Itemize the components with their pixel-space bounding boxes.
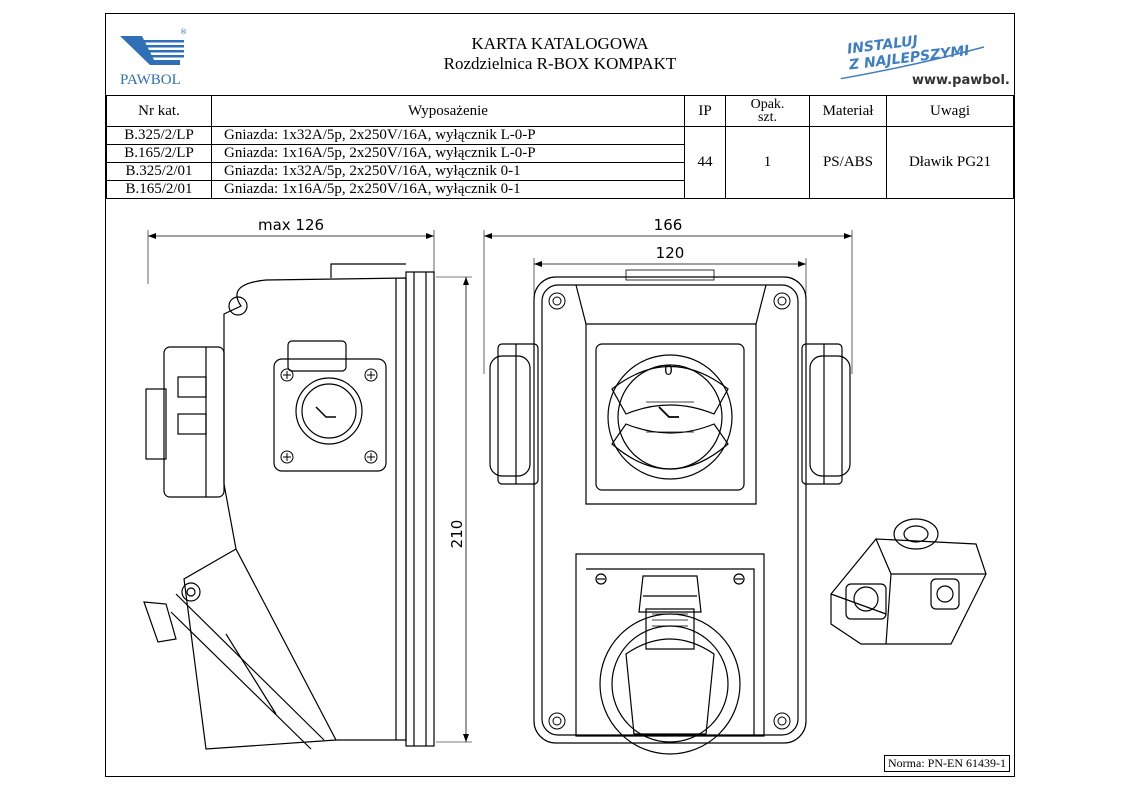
dim-height: 210 bbox=[448, 520, 466, 549]
technical-drawing: 0 bbox=[143, 216, 987, 755]
brand-slogan: INSTALUJ Z NAJLEPSZYMI www.pawbol.pl bbox=[840, 33, 1009, 88]
cell-opak: 1 bbox=[725, 126, 810, 199]
col-header-material: Materiał bbox=[809, 95, 887, 127]
header: ® PAWBOL KARTA KATALOGOWA Rozdzielnica R… bbox=[106, 14, 1014, 96]
dim-front-inner: 120 bbox=[656, 244, 685, 262]
cell-uwagi: Dławik PG21 bbox=[886, 126, 1014, 199]
page-title: KARTA KATALOGOWA bbox=[471, 34, 649, 53]
catalog-sheet: ® PAWBOL KARTA KATALOGOWA Rozdzielnica R… bbox=[105, 13, 1015, 777]
spec-table: Nr kat. Wyposażenie IP Opak.szt. Materia… bbox=[106, 95, 1014, 199]
cell-wyposazenie: Gniazda: 1x16A/5p, 2x250V/16A, wyłącznik… bbox=[211, 144, 685, 163]
dim-side-width: max 126 bbox=[258, 216, 324, 234]
table-row: B.165/2/LP Gniazda: 1x16A/5p, 2x250V/16A… bbox=[106, 144, 1014, 163]
col-header-uwagi: Uwagi bbox=[886, 95, 1014, 127]
table-row: B.165/2/01 Gniazda: 1x16A/5p, 2x250V/16A… bbox=[106, 180, 1014, 199]
front-view: 0 bbox=[483, 230, 853, 755]
cell-wyposazenie: Gniazda: 1x16A/5p, 2x250V/16A, wyłącznik… bbox=[211, 180, 685, 199]
cell-nr: B.325/2/01 bbox=[106, 162, 212, 181]
table-row: B.325/2/LP Gniazda: 1x32A/5p, 2x250V/16A… bbox=[106, 126, 1014, 199]
cell-ip: 44 bbox=[684, 126, 726, 199]
cell-nr: B.325/2/LP bbox=[106, 126, 212, 145]
page-subtitle: Rozdzielnica R-BOX KOMPAKT bbox=[443, 54, 677, 73]
cell-material: PS/ABS bbox=[809, 126, 887, 199]
svg-text:PAWBOL: PAWBOL bbox=[120, 72, 181, 88]
side-view bbox=[143, 230, 472, 750]
dim-front-width: 166 bbox=[654, 216, 683, 234]
norma-label: Norma: PN-EN 61439-1 bbox=[884, 755, 1010, 772]
cell-nr: B.165/2/01 bbox=[106, 180, 212, 199]
pawbol-logo-icon: ® PAWBOL bbox=[120, 28, 187, 88]
col-header-opak: Opak.szt. bbox=[725, 95, 810, 127]
svg-text:®: ® bbox=[180, 28, 187, 36]
website-link: www.pawbol.pl bbox=[912, 73, 1009, 88]
isometric-view bbox=[830, 518, 987, 645]
switch-position-label: 0 bbox=[664, 363, 673, 379]
col-header-nr: Nr kat. bbox=[106, 95, 212, 127]
